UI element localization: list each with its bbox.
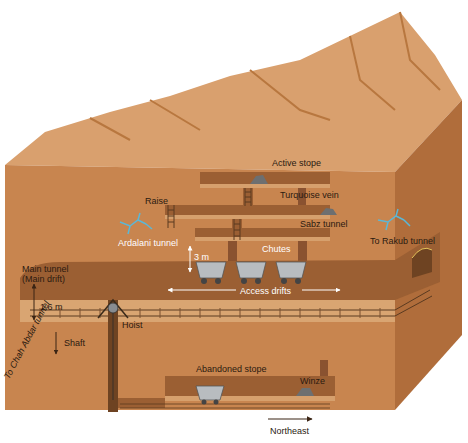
- ladder: [245, 188, 251, 206]
- part-label: Main tunnel (Main drift): [22, 264, 82, 284]
- rail-sleeper: [40, 308, 380, 318]
- cart-wheel: [241, 278, 247, 284]
- turquoise-vein: [378, 209, 410, 230]
- mine-cart: [196, 262, 226, 284]
- rakub-tunnel-opening: [412, 248, 432, 278]
- ladder: [168, 205, 174, 228]
- cart-body: [196, 386, 224, 400]
- tunnel-arch: [412, 248, 432, 258]
- rock-pile: [320, 208, 337, 215]
- main-tunnel-wall: [20, 260, 395, 300]
- level-floor: [195, 237, 330, 241]
- dimension-arrow: [168, 290, 236, 291]
- raise-shaft: [243, 188, 253, 206]
- ladder: [234, 219, 240, 240]
- part-label: Access drifts: [240, 286, 291, 296]
- turquoise-vein: [120, 213, 152, 234]
- cart-wheel: [201, 278, 207, 284]
- sabz-level: [195, 228, 330, 241]
- cart-wheel: [295, 278, 301, 284]
- level-floor: [200, 184, 330, 188]
- rail-track: [30, 290, 432, 316]
- mine-cart: [236, 262, 266, 284]
- part-label: Turquoise vein: [280, 190, 339, 200]
- rock-pile: [296, 388, 314, 396]
- rock-side-face: [395, 100, 462, 410]
- part-label: Winze: [300, 376, 325, 386]
- part-label: To Chah Abdar tunnel: [2, 299, 52, 380]
- part-label: Abandoned stope: [196, 364, 267, 374]
- part-label: Northeast: [270, 426, 309, 436]
- cart-wheel: [281, 278, 287, 284]
- cart-wheel: [202, 400, 207, 405]
- direction-arrow: [56, 332, 57, 354]
- cart-wheel: [214, 400, 219, 405]
- mine-cart: [276, 262, 306, 284]
- cart-wheel: [215, 278, 221, 284]
- mine-cart: [196, 386, 224, 405]
- main-tunnel-floor: [20, 300, 395, 322]
- part-label: Sabz tunnel: [300, 219, 348, 229]
- hoist-frame: [98, 300, 128, 318]
- ridge-shading: [90, 12, 440, 140]
- part-label: To Rakub tunnel: [370, 236, 435, 246]
- rail-track: [120, 404, 330, 408]
- mountain-surface: [5, 12, 462, 172]
- hoist-cable: [113, 306, 114, 400]
- rock-front-face: [5, 165, 395, 410]
- winze: [320, 360, 328, 376]
- cart-body: [196, 262, 226, 278]
- north-arrow: [268, 418, 312, 419]
- cart-body: [236, 262, 266, 278]
- ore-chute: [298, 241, 307, 263]
- part-label: Hoist: [122, 320, 143, 330]
- part-label: Shaft: [64, 338, 85, 348]
- dimension-arrow: [190, 246, 191, 272]
- shaft: [108, 300, 118, 412]
- active-stope-level: [200, 172, 330, 188]
- part-label: Raise: [145, 196, 168, 206]
- part-label: 3 m: [194, 252, 209, 262]
- level-floor: [165, 396, 335, 401]
- cart-wheel: [255, 278, 261, 284]
- middle-level: [165, 205, 330, 219]
- level-floor: [165, 215, 330, 219]
- abandoned-stope-level: [165, 376, 335, 400]
- part-label: Chutes: [262, 244, 291, 254]
- ore-chute: [228, 241, 237, 263]
- hoist-drum: [108, 303, 118, 313]
- dimension-arrow: [302, 290, 340, 291]
- lower-drift: [118, 398, 165, 408]
- rock-pile: [250, 175, 268, 184]
- cart-body: [276, 262, 306, 278]
- part-label: Active stope: [272, 158, 321, 168]
- part-label: Ardalani tunnel: [118, 238, 178, 248]
